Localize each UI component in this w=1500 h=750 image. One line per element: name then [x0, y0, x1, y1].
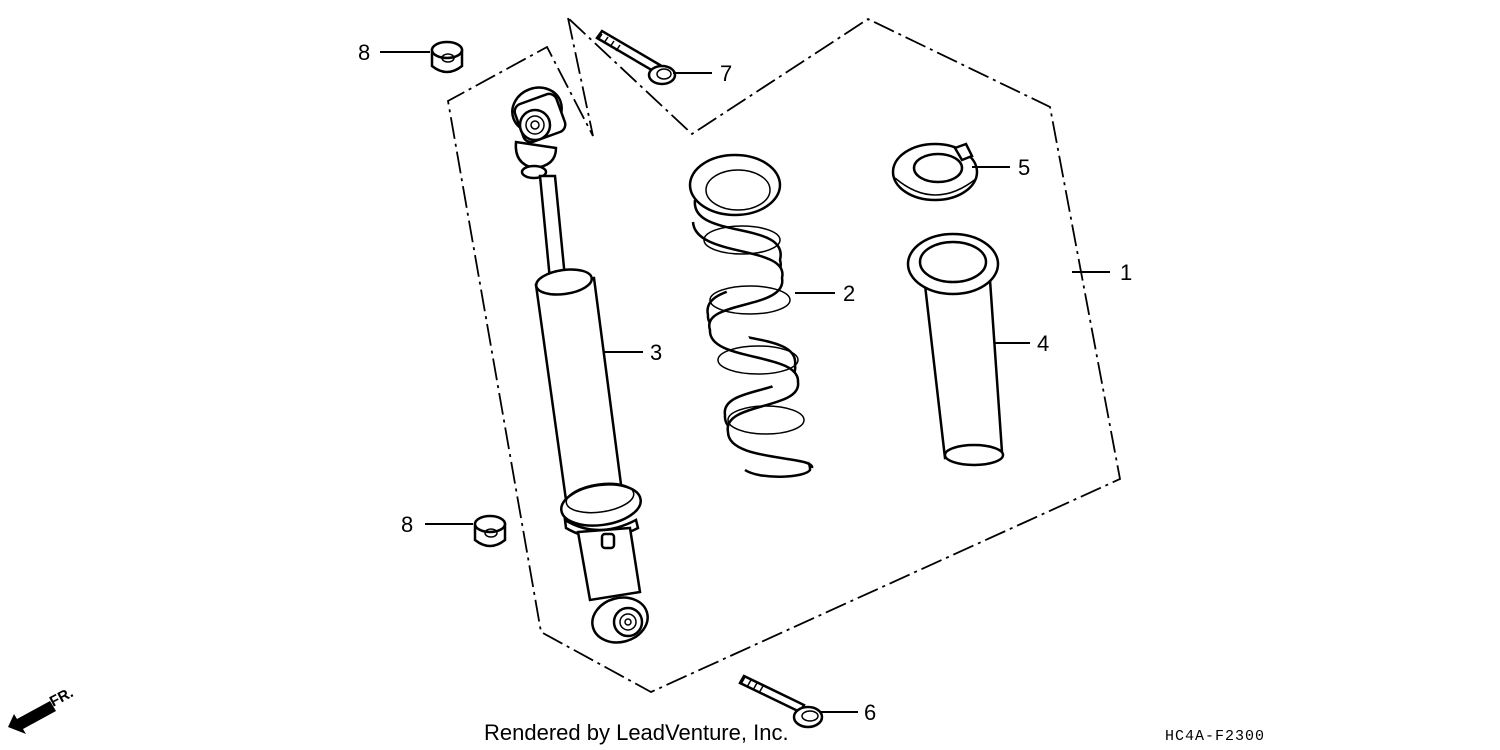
callout-1: 1 [1120, 260, 1132, 285]
front-direction-arrow: FR. [8, 684, 76, 734]
dust-boot-part[interactable] [906, 232, 1005, 467]
callout-4: 4 [1037, 331, 1049, 356]
arrow-icon [8, 701, 56, 734]
callout-2: 2 [843, 281, 855, 306]
footer-credit: Rendered by LeadVenture, Inc. [484, 720, 789, 745]
damper-part[interactable] [506, 81, 653, 649]
callout-8-lower: 8 [401, 512, 413, 537]
spring-part[interactable] [688, 153, 814, 478]
callout-8-upper: 8 [358, 40, 370, 65]
lower-nut-part[interactable] [473, 514, 507, 548]
diagram-code: HC4A-F2300 [1165, 728, 1265, 745]
callout-3: 3 [650, 340, 662, 365]
callout-7: 7 [720, 61, 732, 86]
callout-6: 6 [864, 700, 876, 725]
upper-bolt-part[interactable] [595, 29, 677, 86]
spring-seat-stopper-part[interactable] [891, 142, 979, 202]
upper-nut-part[interactable] [430, 40, 464, 74]
lower-bolt-part[interactable] [738, 674, 824, 729]
assembly-boundary [447, 15, 1122, 694]
callout-5: 5 [1018, 155, 1030, 180]
